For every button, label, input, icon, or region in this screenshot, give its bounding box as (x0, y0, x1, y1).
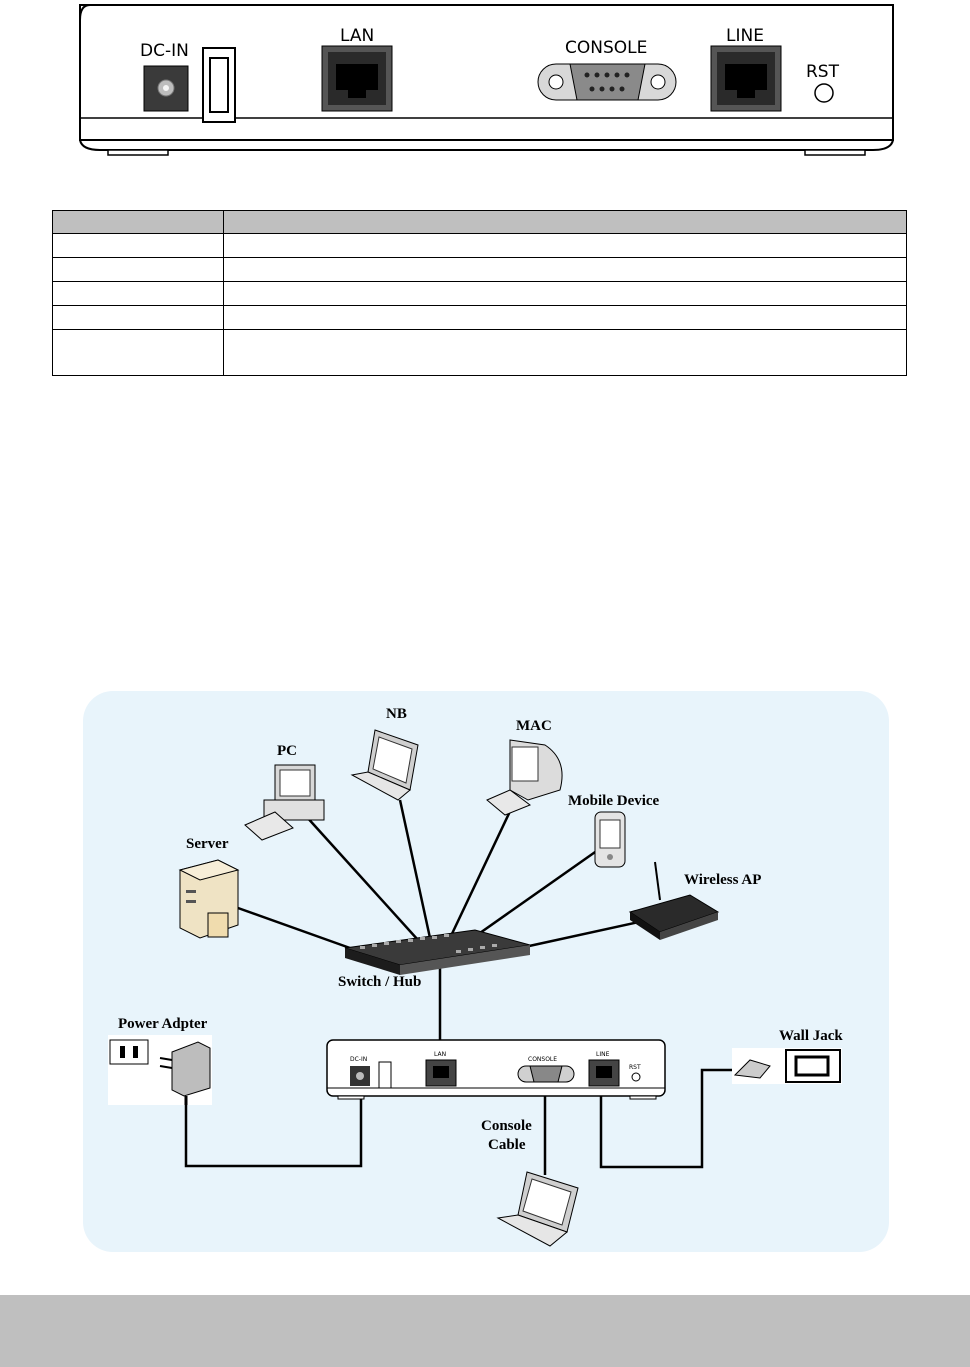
mobile-device-icon (594, 811, 626, 868)
reset-button (814, 83, 834, 103)
line-port (710, 45, 782, 112)
line-label: LINE (726, 26, 764, 46)
table-cell (52, 281, 224, 306)
table-cell (52, 329, 224, 376)
console-label: CONSOLE (565, 38, 647, 58)
console-cable-label: Cable (488, 1137, 526, 1153)
power-adapter-label: Power Adpter (118, 1016, 208, 1032)
lan-label: LAN (340, 26, 374, 46)
wireless-ap-label: Wireless AP (684, 872, 761, 888)
dc-in-label: DC-IN (140, 41, 189, 61)
mini-lan-label: LAN (434, 1051, 446, 1058)
table-cell (223, 257, 907, 282)
device-rear-panel: DC-IN LAN CONSOLE LINE RST (326, 1039, 666, 1100)
lan-port (321, 45, 393, 112)
dc-in-port (143, 65, 189, 112)
rear-panel-illustration: DC-IN LAN CONSOLE LINE RST (79, 4, 894, 156)
mini-line-label: LINE (596, 1051, 610, 1058)
mac-icon (486, 739, 563, 816)
table-row (52, 233, 907, 258)
nb-label: NB (386, 706, 407, 722)
power-adapter-icon (108, 1035, 212, 1105)
table-cell (223, 329, 907, 376)
wireless-ap-icon (628, 861, 720, 940)
rst-label: RST (806, 62, 840, 82)
table-cell (223, 233, 907, 258)
wall-jack-icon (732, 1048, 842, 1084)
notebook-icon (350, 729, 419, 801)
port-description-table (52, 210, 907, 376)
wall-jack-label: Wall Jack (779, 1028, 843, 1044)
switch-hub-label: Switch / Hub (338, 974, 421, 990)
console-cable-label: Console (481, 1118, 532, 1134)
table-row (52, 305, 907, 330)
table-header-row (52, 210, 907, 234)
server-icon (178, 859, 240, 939)
power-switch (202, 47, 236, 123)
diagram-background (83, 691, 889, 1252)
pc-label: PC (277, 743, 297, 759)
console-laptop-icon (496, 1171, 579, 1247)
table-row (52, 329, 907, 376)
console-port (537, 63, 677, 101)
mac-label: MAC (516, 718, 552, 734)
mini-console-label: CONSOLE (528, 1056, 557, 1063)
page-footer-band (0, 1295, 970, 1367)
table-cell (52, 233, 224, 258)
mini-rst-label: RST (629, 1064, 641, 1071)
network-cables (237, 799, 649, 1050)
pc-icon (244, 764, 325, 841)
server-label: Server (186, 836, 229, 852)
mobile-device-label: Mobile Device (568, 793, 660, 809)
mini-dc-in-label: DC-IN (350, 1056, 367, 1063)
table-row (52, 257, 907, 282)
switch-hub-icon (344, 929, 531, 975)
table-cell (223, 305, 907, 330)
